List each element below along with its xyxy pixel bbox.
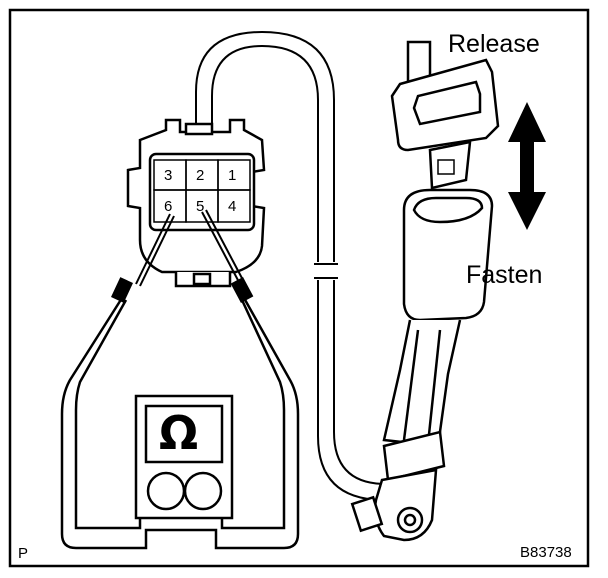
terminal-4-label: 4 — [228, 198, 237, 215]
terminal-6-label: 6 — [164, 198, 173, 215]
fasten-label: Fasten — [466, 261, 543, 289]
seat-belt-tongue-icon — [390, 40, 500, 190]
double-arrow-icon — [508, 102, 546, 230]
terminal-3-label: 3 — [164, 167, 173, 184]
corner-mark: P — [18, 545, 29, 562]
figure-code: B83738 — [520, 544, 572, 561]
release-label: Release — [448, 30, 540, 58]
figure-frame — [8, 8, 590, 568]
ohmmeter-icon — [60, 297, 300, 550]
ohm-symbol: Ω — [159, 406, 199, 460]
terminal-grid — [153, 159, 251, 223]
terminal-2-label: 2 — [196, 167, 205, 184]
terminal-1-label: 1 — [228, 167, 237, 184]
tester-probes — [111, 209, 254, 303]
seat-belt-buckle-icon — [350, 188, 494, 542]
terminal-5-label: 5 — [196, 198, 205, 215]
connector — [126, 118, 266, 288]
